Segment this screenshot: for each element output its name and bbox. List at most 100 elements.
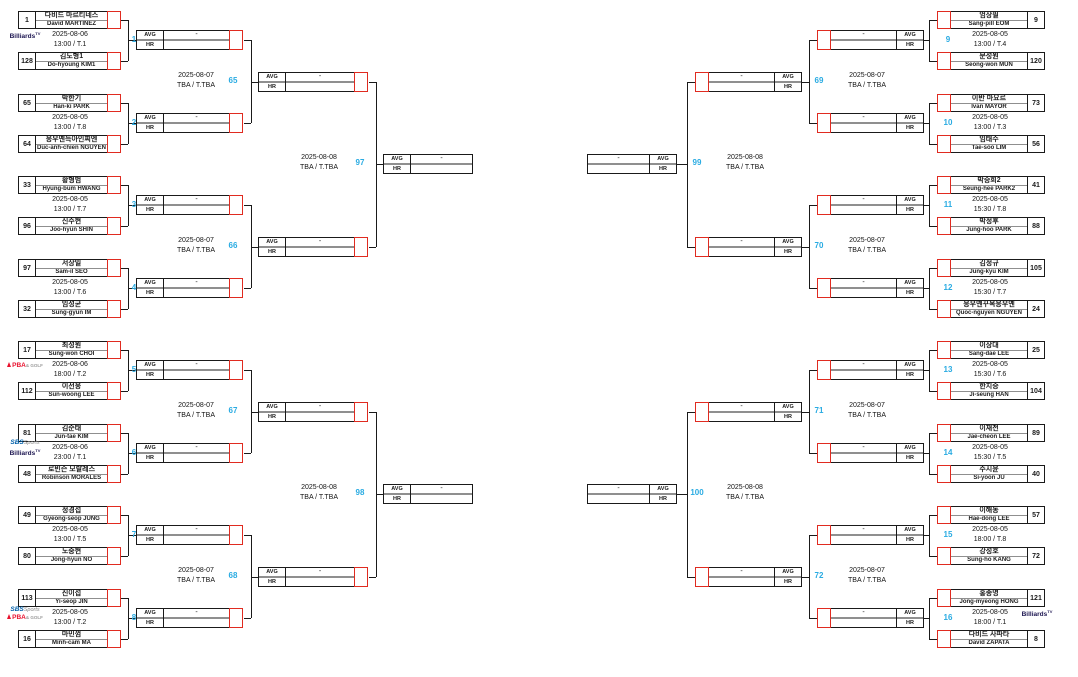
hr-label: HR <box>268 248 276 255</box>
match-date: 2025-08-05 <box>972 279 1008 286</box>
bracket-connector <box>251 411 258 413</box>
score-value-col: - <box>164 196 229 214</box>
player-seed: 96 <box>19 218 36 234</box>
bracket-connector <box>128 288 136 289</box>
bracket-connector <box>924 123 929 124</box>
avg-label: AVG <box>259 73 285 83</box>
player-seed: 8 <box>1027 631 1044 647</box>
match-time: 15:30 / T.7 <box>973 289 1007 296</box>
player-name-en: Hae-dong LEE <box>968 516 1010 522</box>
player-name-kr: 노중현 <box>36 548 107 557</box>
player-name-en: Joo-hyun SHIN <box>50 227 93 233</box>
player-name-kr: 박승희2 <box>951 177 1027 186</box>
bracket-connector <box>929 433 937 434</box>
hr-label: HR <box>906 207 914 213</box>
avg-value: - <box>164 31 229 41</box>
bracket-connector <box>128 370 136 371</box>
match-date: 2025-08-07 <box>849 401 885 409</box>
player-name-kr: 최성원 <box>36 342 107 351</box>
player-name-kr: 한지승 <box>951 383 1027 392</box>
match-date: 2025-08-05 <box>972 196 1008 203</box>
pba-logo-text: PBA <box>12 362 26 369</box>
bracket-connector <box>677 164 687 165</box>
avg-label: AVG <box>137 526 163 536</box>
bracket-connector <box>121 598 128 599</box>
bracket-connector <box>121 309 128 310</box>
match-date: 2025-08-07 <box>849 566 885 574</box>
bracket-connector <box>929 103 930 144</box>
match-number: 8 <box>131 613 137 622</box>
bracket-connector <box>244 205 251 206</box>
avg-value: - <box>411 485 472 495</box>
match-time: 13:00 / T.1 <box>53 41 87 48</box>
match-venue: TBA / T.TBA <box>300 494 338 501</box>
bracket-connector <box>251 576 258 578</box>
player-name-en: Quoc-nguyen NGUYEN <box>955 310 1022 316</box>
player-name-en: Sang-pill EOM <box>968 21 1010 27</box>
player-seed: 64 <box>19 136 36 152</box>
match-number: 3 <box>131 200 137 209</box>
bracket-connector <box>924 288 929 289</box>
match-number: 2 <box>131 118 137 127</box>
player-name-en: David MARTINEZ <box>46 21 96 27</box>
avg-label: AVG <box>897 279 923 289</box>
player-seed: 72 <box>1027 548 1044 564</box>
hr-label: HR <box>146 372 154 378</box>
player-name-en: Minh-cam MA <box>52 640 91 646</box>
winner-slot <box>937 589 951 607</box>
match-number: 16 <box>943 613 953 622</box>
avg-label: AVG <box>259 238 285 248</box>
bracket-connector <box>121 226 128 227</box>
match-number: 65 <box>228 75 238 85</box>
avg-label: AVG <box>775 568 801 578</box>
bracket-connector <box>244 618 251 619</box>
match-venue: TBA / T.TBA <box>177 576 215 584</box>
bracket-connector <box>687 576 695 578</box>
player-name-en: Sam-il SEO <box>55 269 88 275</box>
sbs-logo-text: SBS <box>10 606 24 613</box>
player-name-kr: 김정규 <box>951 260 1027 269</box>
match-time: 15:30 / T.6 <box>973 371 1007 378</box>
player-name-kr: 마민껌 <box>36 631 107 640</box>
avg-label: AVG <box>259 403 285 413</box>
player-name-kr: 황형범 <box>36 177 107 186</box>
bracket-connector <box>128 453 136 454</box>
player-seed: 128 <box>19 53 36 69</box>
avg-value: - <box>831 526 896 536</box>
match-number: 98 <box>355 488 365 497</box>
hr-label: HR <box>906 455 914 461</box>
score-value-col: - <box>286 73 354 91</box>
score-value-col: - <box>164 279 229 297</box>
avg-value: - <box>831 31 896 41</box>
score-value-col: - <box>411 155 472 173</box>
bracket-connector <box>802 411 809 413</box>
hr-value <box>286 248 354 256</box>
player-name-en: Jong-hyun NO <box>50 557 93 563</box>
player-name-kr: 주시윤 <box>951 466 1027 475</box>
hr-label: HR <box>906 372 914 378</box>
winner-slot <box>107 300 121 318</box>
bracket-connector <box>121 103 128 104</box>
score-value-col: - <box>831 609 896 627</box>
player-seed: 40 <box>1027 466 1044 482</box>
bracket-connector <box>251 246 258 248</box>
